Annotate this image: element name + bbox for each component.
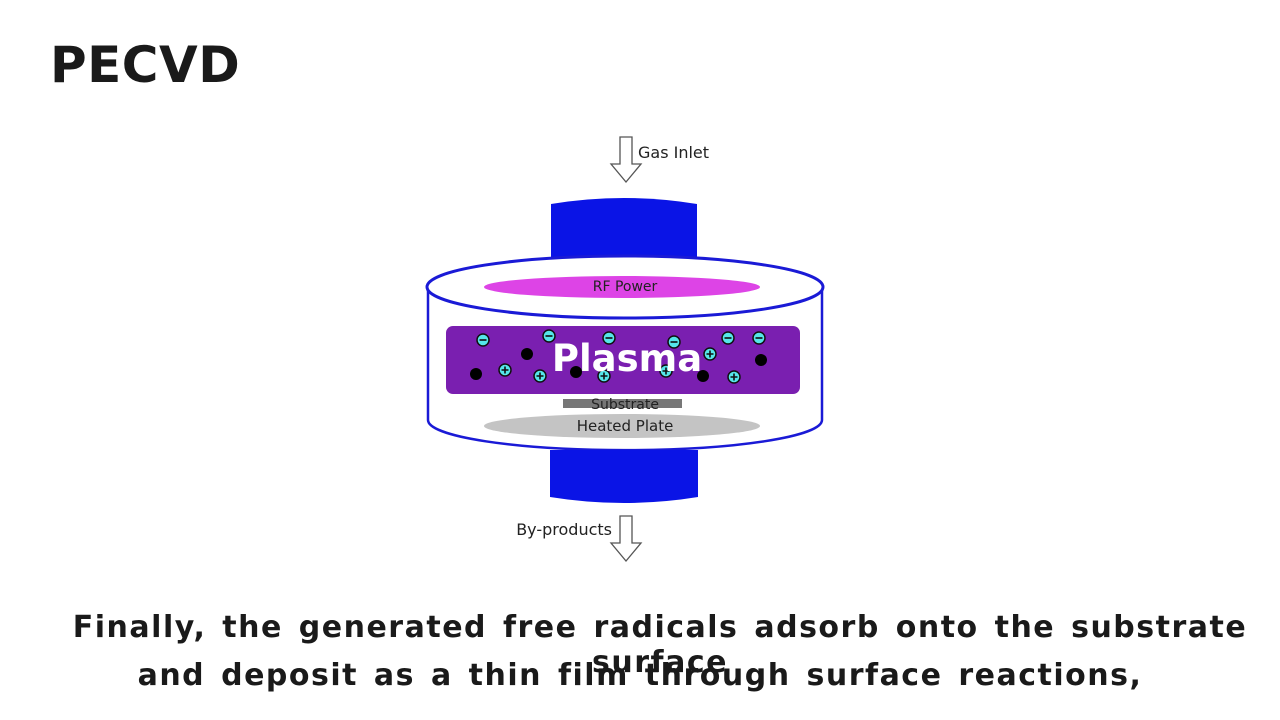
plasma-label: Plasma bbox=[552, 337, 702, 380]
negative-ions bbox=[476, 329, 766, 349]
rf-power-electrode bbox=[484, 276, 760, 298]
pecvd-diagram: Gas Inlet RF Power Plasma Subs bbox=[425, 136, 825, 563]
heated-plate-label: Heated Plate bbox=[577, 417, 674, 435]
top-pipe bbox=[551, 198, 697, 270]
caption-line-2: and deposit as a thin film through surfa… bbox=[137, 658, 1143, 693]
radicals bbox=[470, 348, 767, 382]
by-products-arrow bbox=[609, 515, 643, 563]
positive-ions bbox=[498, 347, 741, 384]
page-title: PECVD bbox=[50, 36, 241, 94]
bottom-pipe bbox=[550, 450, 698, 503]
gas-inlet-label: Gas Inlet bbox=[638, 143, 709, 162]
rf-power-label: RF Power bbox=[593, 279, 658, 295]
heated-plate bbox=[484, 414, 760, 438]
substrate bbox=[563, 399, 682, 408]
caption-line-1: Finally, the generated free radicals ads… bbox=[72, 610, 1248, 680]
by-products-label: By-products bbox=[516, 520, 612, 539]
substrate-label: Substrate bbox=[591, 397, 659, 413]
gas-inlet-arrow bbox=[609, 136, 643, 184]
